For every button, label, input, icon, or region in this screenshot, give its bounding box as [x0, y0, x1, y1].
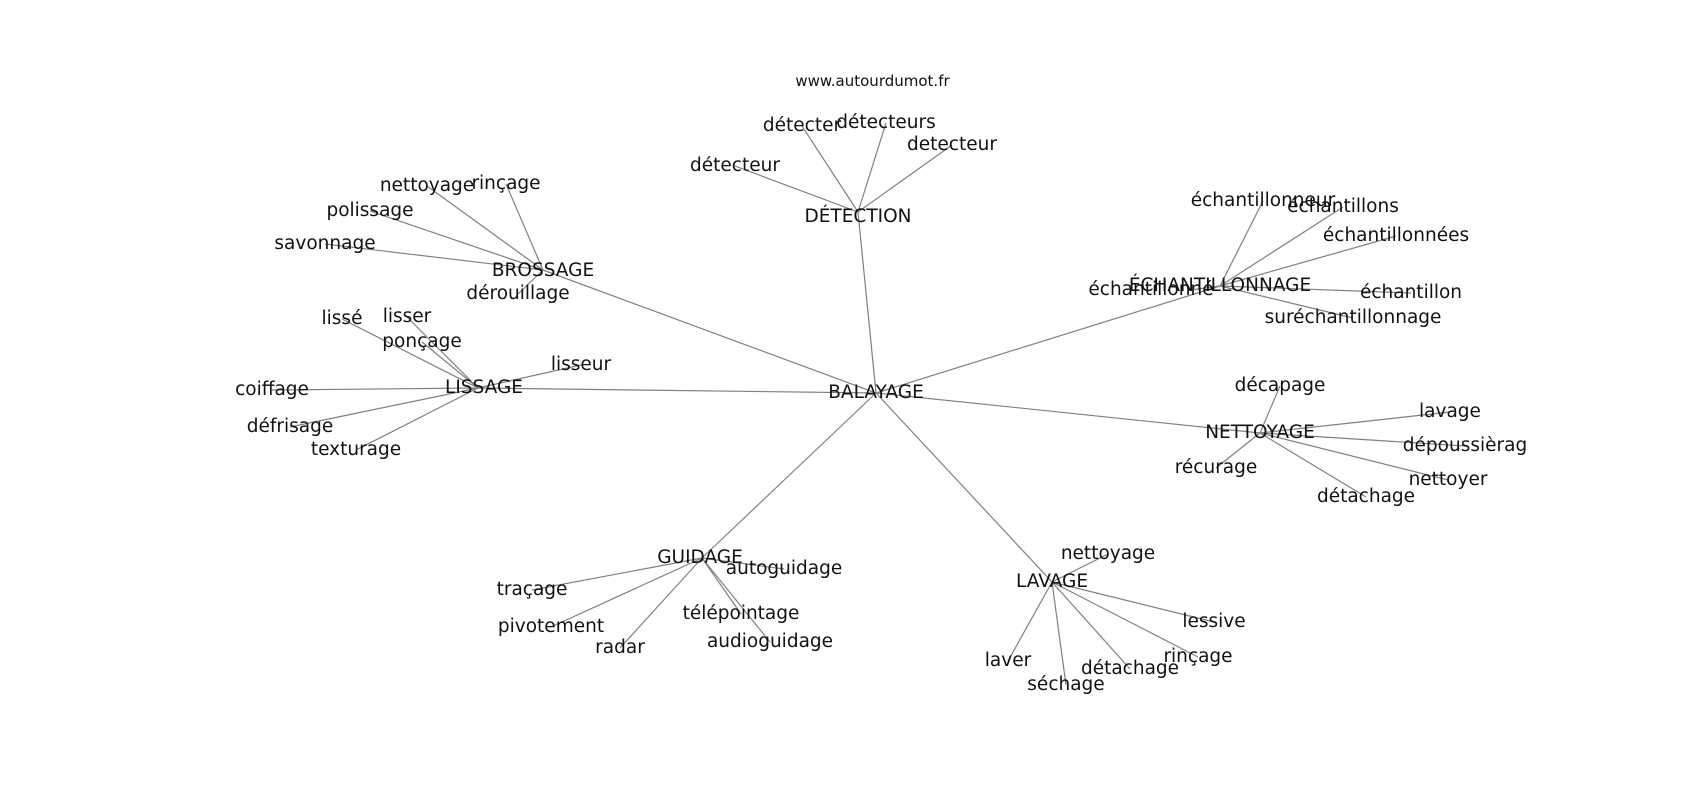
edge-echantillonnage-1	[1219, 206, 1344, 287]
edge-center-guidage	[701, 392, 877, 559]
graph-labels: BALAYAGE DÉTECTION détecterdétecteursdetec…	[235, 112, 1527, 695]
leaf-node-guidage-1: traçage	[497, 579, 568, 600]
cluster-node-lissage: LISSAGE	[445, 377, 523, 398]
edge-lavage-5	[1007, 581, 1053, 662]
edge-lissage-2	[421, 341, 479, 389]
cluster-node-echantillonnage: ÉCHANTILLONNAGE	[1129, 274, 1311, 296]
edge-lavage-3	[1051, 581, 1131, 670]
leaf-node-lavage-5: laver	[985, 650, 1032, 671]
edge-lissage-3	[477, 364, 582, 389]
leaf-node-lavage-3: détachage	[1081, 658, 1179, 679]
leaf-node-brossage-3: savonnage	[274, 233, 375, 254]
leaf-node-lavage-0: nettoyage	[1061, 543, 1155, 564]
edge-lissage-4	[271, 387, 479, 391]
leaf-node-nettoyage-2: dépoussièrag	[1403, 435, 1527, 456]
leaf-node-guidage-2: pivotement	[498, 616, 604, 637]
leaf-node-guidage-4: télépointage	[683, 603, 800, 624]
leaf-node-brossage-4: dérouillage	[466, 283, 569, 304]
leaf-node-nettoyage-3: nettoyer	[1409, 469, 1488, 490]
edge-brossage-2	[369, 210, 544, 271]
leaf-node-nettoyage-1: lavage	[1419, 401, 1481, 422]
edge-center-echantillonnage	[875, 285, 1221, 394]
leaf-node-guidage-0: autoguidage	[726, 558, 842, 579]
edge-echantillonnage-4	[1219, 285, 1412, 294]
leaf-node-brossage-1: rinçage	[471, 173, 540, 194]
leaf-node-lissage-1: lisser	[383, 306, 432, 327]
edge-echantillonnage-2	[1219, 235, 1397, 287]
edge-brossage-0	[426, 185, 544, 271]
leaf-node-lissage-3: lisseur	[551, 354, 612, 375]
cluster-node-brossage: BROSSAGE	[492, 260, 594, 281]
edge-echantillonnage-3	[1189, 285, 1221, 291]
edge-lissage-0	[341, 318, 479, 389]
site-watermark: www.autourdumot.fr	[795, 72, 950, 90]
edge-lavage-1	[1051, 581, 1215, 623]
edge-detection-3	[734, 165, 859, 213]
leaf-node-lavage-4: séchage	[1027, 674, 1104, 695]
edge-echantillonnage-5	[1219, 285, 1354, 319]
edge-center-lavage	[875, 392, 1053, 583]
leaf-node-lissage-0: lissé	[322, 308, 363, 329]
leaf-node-nettoyage-0: décapage	[1235, 375, 1326, 396]
edge-guidage-3	[619, 557, 703, 649]
edge-center-nettoyage	[875, 392, 1261, 434]
cluster-node-detection: DÉTECTION	[805, 205, 912, 227]
edge-nettoyage-1	[1259, 411, 1451, 434]
edge-center-lissage	[477, 387, 877, 394]
leaf-node-lissage-5: défrisage	[247, 416, 333, 437]
edge-guidage-2	[550, 557, 703, 628]
cluster-node-lavage: LAVAGE	[1016, 571, 1088, 592]
edge-center-brossage	[542, 269, 877, 394]
leaf-node-detection-2: detecteur	[907, 134, 997, 155]
edge-brossage-1	[505, 183, 544, 271]
edge-detection-2	[857, 144, 953, 213]
edge-nettoyage-3	[1259, 432, 1449, 481]
edge-lavage-2	[1051, 581, 1199, 658]
edge-lavage-4	[1051, 581, 1067, 686]
leaf-node-echantillonnage-0: échantillonneur	[1191, 190, 1336, 211]
leaf-node-echantillonnage-2: échantillonnées	[1323, 225, 1469, 246]
edge-brossage-3	[324, 243, 544, 271]
leaf-node-lavage-2: rinçage	[1163, 646, 1232, 667]
leaf-node-lavage-1: lessive	[1182, 611, 1245, 632]
leaf-node-echantillonnage-1: échantillons	[1287, 196, 1399, 217]
leaf-node-guidage-3: radar	[595, 637, 645, 658]
edge-detection-1	[857, 122, 887, 213]
graph-edges	[271, 122, 1466, 686]
leaf-node-guidage-5: audioguidage	[707, 631, 833, 652]
cluster-node-nettoyage: NETTOYAGE	[1205, 422, 1315, 443]
center-node-label: BALAYAGE	[828, 382, 924, 403]
edge-guidage-5	[701, 557, 771, 643]
edge-guidage-1	[531, 557, 703, 591]
edge-brossage-4	[517, 269, 544, 295]
edge-nettoyage-2	[1259, 432, 1466, 447]
leaf-node-lissage-4: coiffage	[235, 379, 309, 400]
leaf-node-lissage-2: ponçage	[382, 331, 461, 352]
edge-detection-0	[801, 125, 859, 213]
leaf-node-detection-3: détecteur	[690, 155, 780, 176]
leaf-node-lissage-6: texturage	[311, 439, 401, 460]
edge-center-detection	[857, 211, 877, 394]
edge-guidage-4	[701, 557, 742, 615]
edge-lissage-6	[355, 387, 479, 451]
edge-lavage-0	[1051, 553, 1109, 583]
edge-lissage-5	[289, 387, 479, 428]
edge-nettoyage-4	[1259, 432, 1367, 498]
leaf-node-nettoyage-5: récurage	[1175, 457, 1258, 478]
leaf-node-echantillonnage-3: échantillonné	[1088, 279, 1213, 300]
leaf-node-nettoyage-4: détachage	[1317, 486, 1415, 507]
edge-lissage-1	[406, 316, 479, 389]
leaf-node-detection-1: détecteurs	[836, 112, 936, 133]
edge-guidage-0	[701, 557, 785, 570]
leaf-node-echantillonnage-4: échantillon	[1360, 282, 1462, 303]
leaf-node-brossage-2: polissage	[326, 200, 413, 221]
cluster-node-guidage: GUIDAGE	[657, 547, 743, 568]
leaf-node-brossage-0: nettoyage	[380, 175, 474, 196]
edge-nettoyage-5	[1215, 432, 1261, 469]
leaf-node-echantillonnage-5: suréchantillonnage	[1265, 307, 1442, 328]
edge-nettoyage-0	[1259, 385, 1281, 434]
edge-echantillonnage-0	[1219, 200, 1264, 287]
leaf-node-detection-0: détecter	[763, 115, 842, 136]
